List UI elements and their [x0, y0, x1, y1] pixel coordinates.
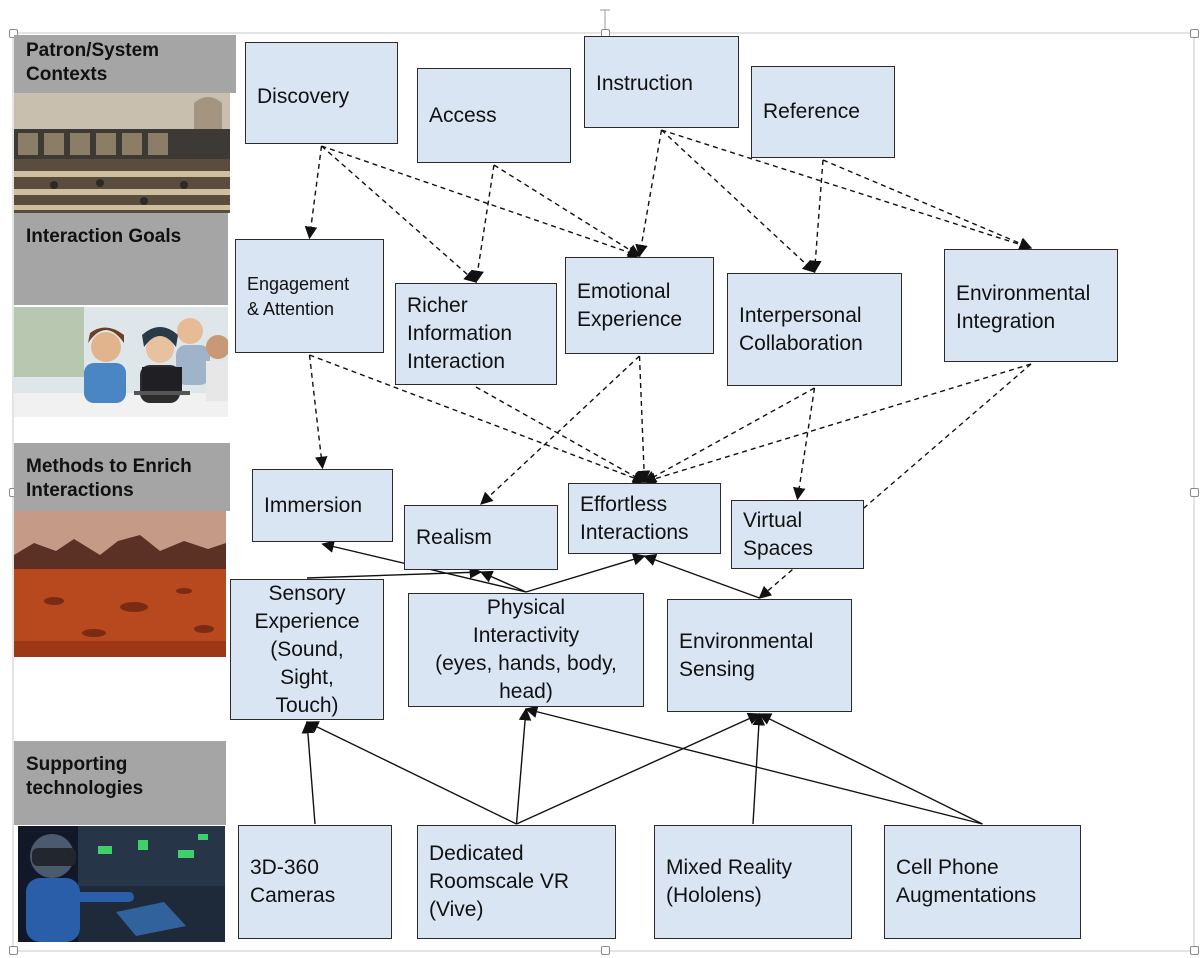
node-discovery-label: Discovery — [257, 85, 350, 108]
node-richer-label: Richer Information Interaction — [407, 294, 513, 373]
node-richer-information-interaction[interactable]: Richer Information Interaction — [395, 283, 557, 385]
resize-handle-bottom[interactable] — [601, 946, 610, 955]
dashed-arrow-access-to-richer — [471, 164, 495, 284]
solid-arrow-sensing-to-effortless — [643, 553, 760, 599]
node-emotional-experience[interactable]: Emotional Experience — [565, 257, 714, 354]
dashed-arrow-emotional-to-effortless — [637, 355, 651, 484]
node-realism-label: Realism — [416, 525, 492, 549]
solid-arrow-physical-to-effortless — [525, 553, 646, 593]
dashed-arrow-interpersonal-to-virtual — [792, 387, 816, 501]
solid-arrow-roomscale-to-sensing — [516, 712, 761, 825]
node-sensory-label: Sensory Experience (Sound, Sight, Touch) — [254, 581, 360, 717]
dashed-arrow-richer-to-effortless — [475, 386, 646, 483]
node-environmental-sensing[interactable]: Environmental Sensing — [667, 599, 852, 712]
dashed-arrow-interpersonal-to-effortless — [643, 387, 815, 483]
students-laptop-photo — [14, 307, 228, 417]
node-environmental-integration-label: Environmental Integration — [956, 282, 1091, 333]
dashed-arrow-reference-to-environmental_integration — [822, 159, 1033, 250]
dashed-arrow-discovery-to-emotional — [321, 145, 641, 259]
dashed-arrow-instruction-to-environmental_integration — [661, 129, 1033, 251]
node-effortless-label: Effortless Interactions — [580, 492, 689, 544]
node-engagement-attention[interactable]: Engagement & Attention — [235, 239, 384, 353]
solid-arrow-sensory-to-realism — [306, 566, 483, 579]
node-reference[interactable]: Reference — [751, 66, 895, 158]
section-label-tech: Supporting technologies — [14, 741, 226, 825]
node-dedicated-roomscale-vr[interactable]: Dedicated Roomscale VR (Vive) — [417, 825, 616, 939]
solid-arrow-cameras-to-sensory — [301, 720, 316, 825]
resize-handle-bottom-right[interactable] — [1190, 946, 1199, 955]
dashed-arrow-engagement-to-immersion — [308, 354, 328, 470]
resize-handle-top-right[interactable] — [1190, 29, 1199, 38]
node-physical-label: Physical Interactivity (eyes, hands, bod… — [435, 596, 617, 703]
resize-handle-bottom-left[interactable] — [9, 946, 18, 955]
dashed-arrow-engagement-to-effortless — [309, 354, 646, 484]
node-mixed-label: Mixed Reality (Hololens) — [666, 856, 793, 907]
node-3d-360-cameras[interactable]: 3D-360 Cameras — [238, 825, 392, 939]
node-emotional-label: Emotional Experience — [577, 279, 683, 331]
dashed-arrow-instruction-to-emotional — [635, 129, 663, 258]
node-cameras-label: 3D-360 Cameras — [250, 856, 336, 907]
node-reference-label: Reference — [763, 100, 860, 123]
vr-headset-user-photo — [18, 826, 225, 942]
dashed-arrow-reference-to-interpersonal — [809, 159, 824, 274]
node-cell-phone-augmentations[interactable]: Cell Phone Augmentations — [884, 825, 1081, 939]
section-label-goals: Interaction Goals — [14, 213, 228, 305]
node-instruction[interactable]: Instruction — [584, 36, 739, 128]
solid-arrow-cellphone-to-sensing — [758, 713, 983, 825]
dashed-arrow-environmental_integration-to-effortless — [643, 363, 1032, 485]
section-label-methods: Methods to Enrich Interactions — [14, 443, 230, 511]
node-cellphone-label: Cell Phone Augmentations — [896, 856, 1037, 907]
node-virtual-label: Virtual Spaces — [743, 508, 814, 560]
node-access[interactable]: Access — [417, 68, 571, 163]
dashed-arrow-emotional-to-realism — [480, 355, 640, 505]
node-interpersonal-collaboration[interactable]: Interpersonal Collaboration — [727, 273, 902, 386]
node-mixed-reality[interactable]: Mixed Reality (Hololens) — [654, 825, 852, 939]
node-immersion[interactable]: Immersion — [252, 469, 393, 542]
solid-arrow-cellphone-to-physical — [524, 705, 983, 825]
node-discovery[interactable]: Discovery — [245, 42, 398, 144]
library-reading-room-photo — [14, 93, 230, 213]
resize-handle-right[interactable] — [1190, 488, 1199, 497]
node-realism[interactable]: Realism — [404, 505, 558, 570]
node-sensing-label: Environmental Sensing — [679, 629, 814, 681]
node-environmental-integration[interactable]: Environmental Integration — [944, 249, 1118, 362]
node-instruction-label: Instruction — [596, 72, 693, 95]
red-desert-landscape-photo — [14, 511, 226, 657]
node-engagement-label: Engagement & Attention — [247, 274, 350, 319]
solid-arrow-roomscale-to-physical — [515, 707, 532, 825]
dashed-arrow-instruction-to-interpersonal — [661, 129, 816, 273]
node-effortless-interactions[interactable]: Effortless Interactions — [568, 483, 721, 554]
dashed-arrow-discovery-to-richer — [321, 145, 477, 283]
node-access-label: Access — [429, 103, 497, 127]
node-virtual-spaces[interactable]: Virtual Spaces — [731, 500, 864, 569]
solid-arrow-roomscale-to-sensory — [305, 721, 517, 825]
dashed-arrow-access-to-emotional — [493, 164, 641, 257]
node-physical-interactivity[interactable]: Physical Interactivity (eyes, hands, bod… — [408, 593, 644, 707]
node-immersion-label: Immersion — [264, 493, 363, 517]
node-interpersonal-label: Interpersonal Collaboration — [739, 303, 863, 355]
dashed-arrow-discovery-to-engagement — [304, 145, 323, 240]
resize-handle-top-left[interactable] — [9, 29, 18, 38]
solid-arrow-mixed-to-sensing — [752, 712, 766, 825]
node-sensory-experience[interactable]: Sensory Experience (Sound, Sight, Touch) — [230, 579, 384, 720]
solid-arrow-physical-to-realism — [479, 570, 527, 593]
node-roomscale-label: Dedicated Roomscale VR (Vive) — [429, 842, 570, 921]
section-label-contexts: Patron/System Contexts — [14, 35, 236, 93]
